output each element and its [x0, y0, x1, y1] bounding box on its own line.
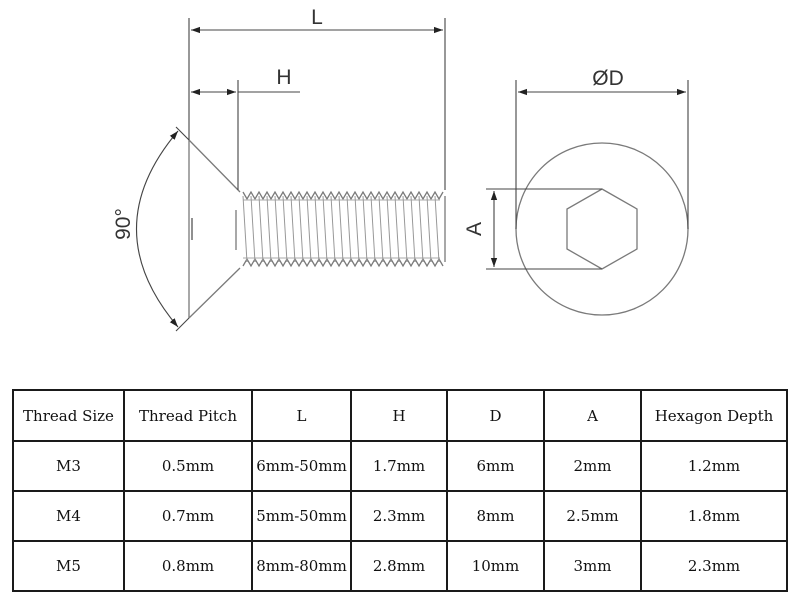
- cell-diameter: 8mm: [446, 490, 545, 542]
- screw-head-top-view: [515, 142, 689, 316]
- cell-length: 8mm-80mm: [251, 540, 352, 592]
- cell-length: 6mm-50mm: [251, 440, 352, 492]
- table-row: M4 0.7mm 5mm-50mm 2.3mm 8mm 2.5mm 1.8mm: [12, 490, 788, 542]
- thread-line: [346, 195, 352, 263]
- hex-socket: [566, 188, 638, 270]
- thread-line: [250, 195, 256, 263]
- thread-line: [242, 195, 248, 263]
- thread-line: [378, 195, 384, 263]
- thread-line: [290, 195, 296, 263]
- thread-line: [410, 195, 416, 263]
- cell-head-height: 2.8mm: [350, 540, 448, 592]
- header-head-height: H: [350, 389, 448, 442]
- spec-table: Thread Size Thread Pitch L H D A Hexagon…: [12, 389, 788, 592]
- head-circle: [515, 142, 689, 316]
- screw-side-view: [188, 139, 446, 319]
- screw-technical-drawing: L H 90° ØD A: [112, 6, 689, 332]
- header-thread-size: Thread Size: [12, 389, 125, 442]
- thread-lines: [242, 195, 440, 263]
- thread-line: [322, 195, 328, 263]
- angle-ext-bottom: [175, 317, 190, 332]
- angle-ext-top: [175, 126, 190, 141]
- thread-line: [258, 195, 264, 263]
- thread-line: [402, 195, 408, 263]
- cell-hex-size: 3mm: [543, 540, 642, 592]
- cell-head-height: 2.3mm: [350, 490, 448, 542]
- cell-hex-size: 2mm: [543, 440, 642, 492]
- thread-line: [386, 195, 392, 263]
- hex-size-label: A: [463, 222, 486, 236]
- cell-thread-size: M4: [12, 490, 125, 542]
- table-row: M3 0.5mm 6mm-50mm 1.7mm 6mm 2mm 1.2mm: [12, 440, 788, 492]
- cell-hexagon-depth: 1.2mm: [640, 440, 788, 492]
- header-hexagon-depth: Hexagon Depth: [640, 389, 788, 442]
- length-dimension: [188, 18, 446, 190]
- header-length: L: [251, 389, 352, 442]
- cell-diameter: 10mm: [446, 540, 545, 592]
- thread-line: [426, 195, 432, 263]
- angle-label: 90°: [112, 208, 135, 240]
- head-lower-taper: [188, 267, 241, 319]
- cell-thread-pitch: 0.8mm: [123, 540, 253, 592]
- head-height-dimension: [191, 80, 300, 190]
- cell-hexagon-depth: 2.3mm: [640, 540, 788, 592]
- diameter-label: ØD: [592, 67, 624, 90]
- spec-table-header-row: Thread Size Thread Pitch L H D A Hexagon…: [12, 389, 788, 442]
- cell-diameter: 6mm: [446, 440, 545, 492]
- thread-line: [354, 195, 360, 263]
- angle-dimension: [135, 126, 190, 332]
- thread-line: [282, 195, 288, 263]
- length-label: L: [311, 6, 323, 29]
- table-row: M5 0.8mm 8mm-80mm 2.8mm 10mm 3mm 2.3mm: [12, 540, 788, 592]
- cell-hexagon-depth: 1.8mm: [640, 490, 788, 542]
- thread-line: [266, 195, 272, 263]
- cell-hex-size: 2.5mm: [543, 490, 642, 542]
- diameter-dimension: [515, 80, 689, 229]
- thread-line: [370, 195, 376, 263]
- angle-arc: [135, 130, 179, 328]
- thread-line: [274, 195, 280, 263]
- cell-thread-pitch: 0.7mm: [123, 490, 253, 542]
- cell-thread-size: M3: [12, 440, 125, 492]
- cell-thread-size: M5: [12, 540, 125, 592]
- cell-length: 5mm-50mm: [251, 490, 352, 542]
- thread-line: [394, 195, 400, 263]
- head-height-label: H: [276, 66, 291, 89]
- thread-line: [330, 195, 336, 263]
- thread-line: [306, 195, 312, 263]
- thread-line: [362, 195, 368, 263]
- cell-head-height: 1.7mm: [350, 440, 448, 492]
- thread-crest-top: [242, 190, 444, 201]
- thread-line: [314, 195, 320, 263]
- head-upper-taper: [188, 139, 241, 193]
- hex-size-dimension: [486, 188, 602, 270]
- header-hex-size: A: [543, 389, 642, 442]
- thread-line: [298, 195, 304, 263]
- thread-line: [338, 195, 344, 263]
- thread-line: [418, 195, 424, 263]
- header-diameter: D: [446, 389, 545, 442]
- cell-thread-pitch: 0.5mm: [123, 440, 253, 492]
- thread-line: [434, 195, 440, 263]
- header-thread-pitch: Thread Pitch: [123, 389, 253, 442]
